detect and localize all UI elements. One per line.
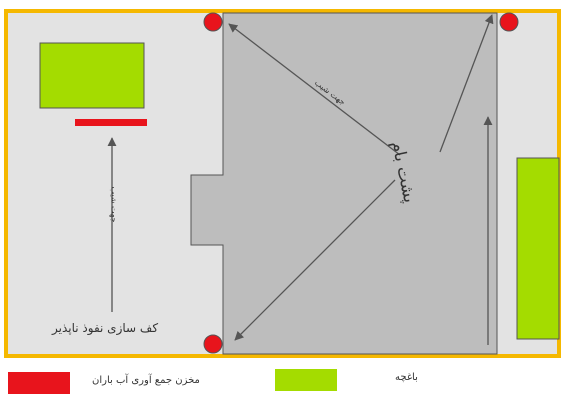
downspout-bottom-left (203, 334, 223, 354)
rainwater-tank (75, 119, 147, 126)
legend-garden-swatch (275, 369, 337, 391)
roof-arrow-bottom-left (234, 179, 396, 341)
roof-area (190, 12, 498, 355)
paving-label: کف سازی نفوذ ناپذیر (52, 321, 159, 335)
downspout-top-right (499, 12, 519, 32)
legend-storage-label: مخزن جمع آوری آب باران (92, 375, 200, 386)
roof-arrow-top-left (228, 23, 401, 156)
legend-garden-label: باغچه (395, 372, 418, 383)
legend-storage-swatch (8, 372, 70, 394)
garden-bed-right (516, 157, 560, 340)
yard-slope-label: جهت شیب (109, 186, 119, 223)
garden-bed-left (39, 42, 145, 109)
roof-arrow-top-right (439, 14, 494, 153)
downspout-top-left (203, 12, 223, 32)
